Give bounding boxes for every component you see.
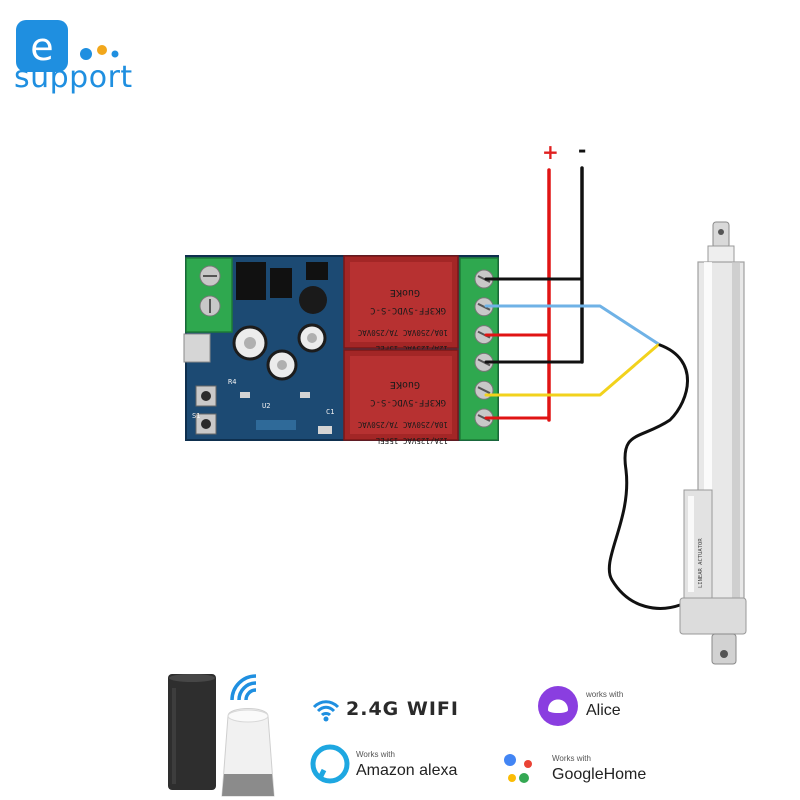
power-terminal-block xyxy=(185,257,233,333)
logo-dot-small-icon xyxy=(111,50,119,58)
relay-bottom-brand: GuoKE xyxy=(390,379,420,390)
google-small-text: Works with xyxy=(552,754,591,763)
wire-t5-yellow xyxy=(484,343,660,397)
push-buttons xyxy=(195,385,217,435)
silkscreen-s1: S1 xyxy=(192,412,200,420)
wire-t2-blue xyxy=(484,304,662,347)
capacitors xyxy=(232,323,327,381)
logo-dot-blue-icon xyxy=(80,48,92,60)
terminal-screw-slot-5 xyxy=(477,386,491,395)
ic-chip-small xyxy=(270,268,292,298)
relay-bottom-rating-2: 12A/125VAC 15FEL xyxy=(375,436,448,445)
ic-chip xyxy=(236,262,266,300)
google-home-device-icon xyxy=(221,708,275,797)
relay-top-model: GK3FF-5VDC-S-C xyxy=(370,305,446,315)
alexa-icon xyxy=(310,744,350,784)
amazon-echo-device-icon xyxy=(168,674,216,790)
alice-icon xyxy=(538,686,578,726)
brand-logo: e support xyxy=(14,16,154,96)
linear-actuator: LINEAR ACTUATOR xyxy=(679,221,747,665)
alice-badge: works with Alice xyxy=(536,684,666,728)
relay-bottom-model: GK3FF-5VDC-S-C xyxy=(370,397,446,407)
relay-module-board: U2 S1 R4 C1 12A/125VAC 15FEL 10A/250VAC … xyxy=(183,255,499,445)
alice-small-text: works with xyxy=(586,690,624,699)
wifi-icon xyxy=(312,700,340,722)
actuator-cable xyxy=(607,343,689,610)
alexa-big-text: Amazon alexa xyxy=(356,762,458,779)
relay-bottom-rating-1: 10A/250VAC 7A/250VAC xyxy=(358,420,448,429)
logo-text: support xyxy=(14,60,133,95)
silkscreen-u2: U2 xyxy=(262,402,270,410)
inductor xyxy=(299,286,327,314)
wifi-badge: 2.4G WIFI xyxy=(312,694,462,726)
relay-bottom: 12A/125VAC 15FEL 10A/250VAC 7A/250VAC GK… xyxy=(343,349,459,445)
ic-chip-top xyxy=(306,262,328,280)
logo-letter: e xyxy=(30,25,53,69)
relay-top-rating-2: 12A/125VAC 15FEL xyxy=(375,344,448,353)
terminal-screw-slot-4 xyxy=(477,358,491,367)
silkscreen-c1: C1 xyxy=(326,408,334,416)
google-big-text: GoogleHome xyxy=(552,766,647,783)
polarity-minus-label: - xyxy=(578,138,587,162)
wifi-label: 2.4G WIFI xyxy=(346,698,459,720)
usb-port xyxy=(183,333,211,363)
actuator-label: LINEAR ACTUATOR xyxy=(698,538,704,588)
relay-top: 12A/125VAC 15FEL 10A/250VAC 7A/250VAC GK… xyxy=(343,255,459,353)
terminal-screw-slot-1 xyxy=(477,275,491,283)
relay-top-rating-1: 10A/250VAC 7A/250VAC xyxy=(358,328,448,337)
alice-big-text: Alice xyxy=(586,702,621,719)
silkscreen-r4: R4 xyxy=(228,378,236,386)
polarity-plus-label: + xyxy=(542,140,559,164)
relay-top-brand: GuoKE xyxy=(390,287,420,298)
alexa-small-text: Works with xyxy=(356,750,395,759)
alexa-badge: Works with Amazon alexa xyxy=(310,744,480,788)
terminal-screw-slot-3 xyxy=(477,330,491,339)
wifi-signal-icon xyxy=(230,674,257,701)
terminal-screw-slot-6 xyxy=(477,414,491,422)
terminal-screw-slot-2 xyxy=(477,302,491,311)
wires xyxy=(484,166,689,610)
google-assistant-icon xyxy=(504,754,532,783)
logo-mark-icon: e xyxy=(16,20,119,72)
google-home-badge: Works with GoogleHome xyxy=(498,746,668,790)
output-terminal-block xyxy=(459,257,499,441)
logo-dot-orange-icon xyxy=(97,45,107,55)
